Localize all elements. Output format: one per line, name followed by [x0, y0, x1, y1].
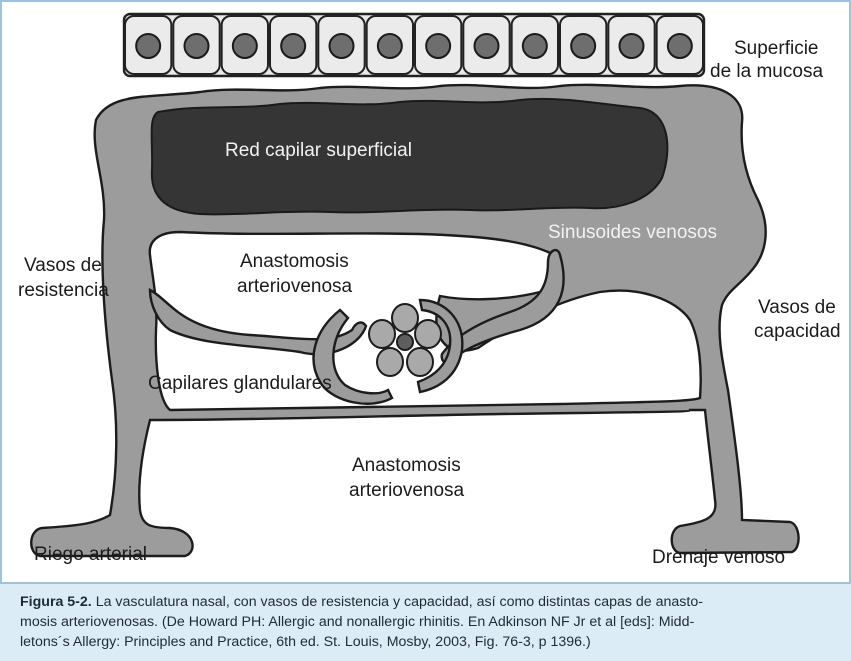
label-superficie-line2: de la mucosa: [710, 61, 823, 83]
label-drenaje-venoso: Drenaje venoso: [652, 547, 785, 569]
label-red-capilar: Red capilar superficial: [225, 140, 412, 162]
cell-nucleus: [668, 34, 692, 58]
label-anastomosis-top-line2: arteriovenosa: [237, 276, 352, 298]
caption-figure-label: Figura 5-2.: [20, 594, 92, 610]
label-riego-arterial: Riego arterial: [34, 544, 147, 566]
cell-nucleus: [136, 34, 160, 58]
cell-nucleus: [233, 34, 257, 58]
label-anastomosis-bottom-line1: Anastomosis: [352, 455, 461, 477]
cell-nucleus: [620, 34, 644, 58]
cell-nucleus: [571, 34, 595, 58]
caption-line-1: La vasculatura nasal, con vasos de resis…: [92, 594, 703, 610]
cell-nucleus: [475, 34, 499, 58]
figure-caption: Figura 5-2. La vasculatura nasal, con va…: [0, 582, 851, 661]
label-anastomosis-bottom-line2: arteriovenosa: [349, 480, 464, 502]
cell-nucleus: [185, 34, 209, 58]
label-vasos-resistencia-line2: resistencia: [18, 280, 109, 302]
label-vasos-capacidad-line1: Vasos de: [758, 297, 836, 319]
label-vasos-resistencia-line1: Vasos de: [24, 255, 102, 277]
label-vasos-capacidad-line2: capacidad: [754, 321, 841, 343]
cell-nucleus: [330, 34, 354, 58]
mucosa-epithelium: [124, 14, 704, 76]
label-anastomosis-top-line1: Anastomosis: [240, 251, 349, 273]
cell-nucleus: [523, 34, 547, 58]
label-superficie-line1: Superficie: [734, 38, 819, 60]
cell-nucleus: [378, 34, 402, 58]
caption-line-2: mosis arteriovenosas. (De Howard PH: All…: [20, 614, 694, 630]
caption-line-3: letons´s Allergy: Principles and Practic…: [20, 634, 591, 650]
cell-nucleus: [281, 34, 305, 58]
label-sinusoides: Sinusoides venosos: [548, 222, 717, 244]
label-capilares-glandulares: Capilares glandulares: [148, 373, 332, 395]
cell-nucleus: [426, 34, 450, 58]
caption-text: Figura 5-2. La vasculatura nasal, con va…: [20, 592, 835, 652]
